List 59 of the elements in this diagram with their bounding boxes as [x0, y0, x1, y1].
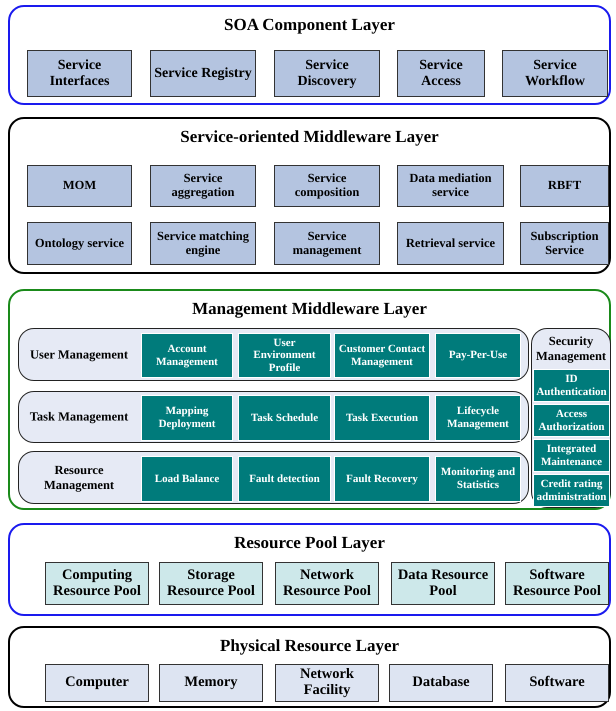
group-title: Task Management	[28, 410, 130, 424]
module-box: Service aggregation	[150, 165, 256, 207]
module-box: Task Execution	[334, 395, 430, 441]
group-panel	[18, 451, 529, 504]
layer-panel	[8, 289, 611, 510]
module-box: Mapping Deployment	[141, 395, 233, 441]
module-box: Service matching engine	[150, 222, 256, 265]
module-box: Data mediation service	[397, 165, 504, 207]
layer-panel	[8, 626, 611, 708]
group-title: Resource Management	[42, 462, 116, 492]
module-box: Software	[505, 664, 609, 702]
layer-title: Resource Pool Layer	[233, 533, 386, 553]
layer-panel	[8, 523, 611, 616]
layer-panel	[8, 117, 611, 274]
module-box: Fault Recovery	[334, 456, 430, 502]
module-box: Network Resource Pool	[275, 562, 379, 605]
module-box: MOM	[27, 165, 132, 207]
module-box: Database	[389, 664, 493, 702]
module-box: Pay-Per-Use	[435, 333, 521, 378]
layer-title: Physical Resource Layer	[218, 636, 400, 656]
module-box: Lifecycle Management	[435, 395, 521, 441]
module-box: Software Resource Pool	[505, 562, 609, 605]
module-box: ID Authentication	[533, 369, 610, 402]
group-title: User Management	[28, 347, 129, 362]
module-box: Ontology service	[27, 222, 132, 265]
group-panel	[531, 328, 611, 508]
module-box: Data Resource Pool	[391, 562, 495, 605]
module-box: RBFT	[520, 165, 609, 207]
module-box: Computing Resource Pool	[45, 562, 149, 605]
module-box: Account Management	[141, 333, 233, 378]
module-box: Subscription Service	[520, 222, 609, 265]
module-box: Service Discovery	[274, 50, 380, 97]
module-box: Service Access	[397, 50, 485, 97]
group-title: Security Management	[534, 334, 608, 364]
layer-panel	[8, 5, 611, 105]
layer-title: Service-oriented Middleware Layer	[179, 127, 440, 147]
layer-title: Management Middleware Layer	[191, 299, 428, 319]
module-box: Service management	[274, 222, 380, 265]
module-box: Load Balance	[141, 456, 233, 502]
module-box: Fault detection	[238, 456, 331, 502]
module-box: Credit rating administration	[533, 474, 610, 507]
module-box: Retrieval service	[397, 222, 504, 265]
module-box: Integrated Maintenance	[533, 439, 610, 472]
module-box: Customer Contact Management	[334, 333, 430, 378]
layer-title: SOA Component Layer	[223, 15, 396, 35]
module-box: Task Schedule	[238, 395, 331, 441]
module-box: Service Interfaces	[27, 50, 132, 97]
group-panel	[18, 328, 529, 381]
module-box: Service Registry	[150, 50, 256, 97]
module-box: Computer	[45, 664, 149, 702]
module-box: Service Workflow	[502, 50, 608, 97]
group-panel	[18, 391, 529, 443]
module-box: Access Authorization	[533, 404, 610, 437]
module-box: Monitoring and Statistics	[435, 456, 521, 502]
module-box: User Environment Profile	[238, 333, 331, 378]
module-box: Network Facility	[275, 664, 379, 702]
module-box: Memory	[159, 664, 263, 702]
module-box: Storage Resource Pool	[159, 562, 263, 605]
module-box: Service composition	[274, 165, 380, 207]
